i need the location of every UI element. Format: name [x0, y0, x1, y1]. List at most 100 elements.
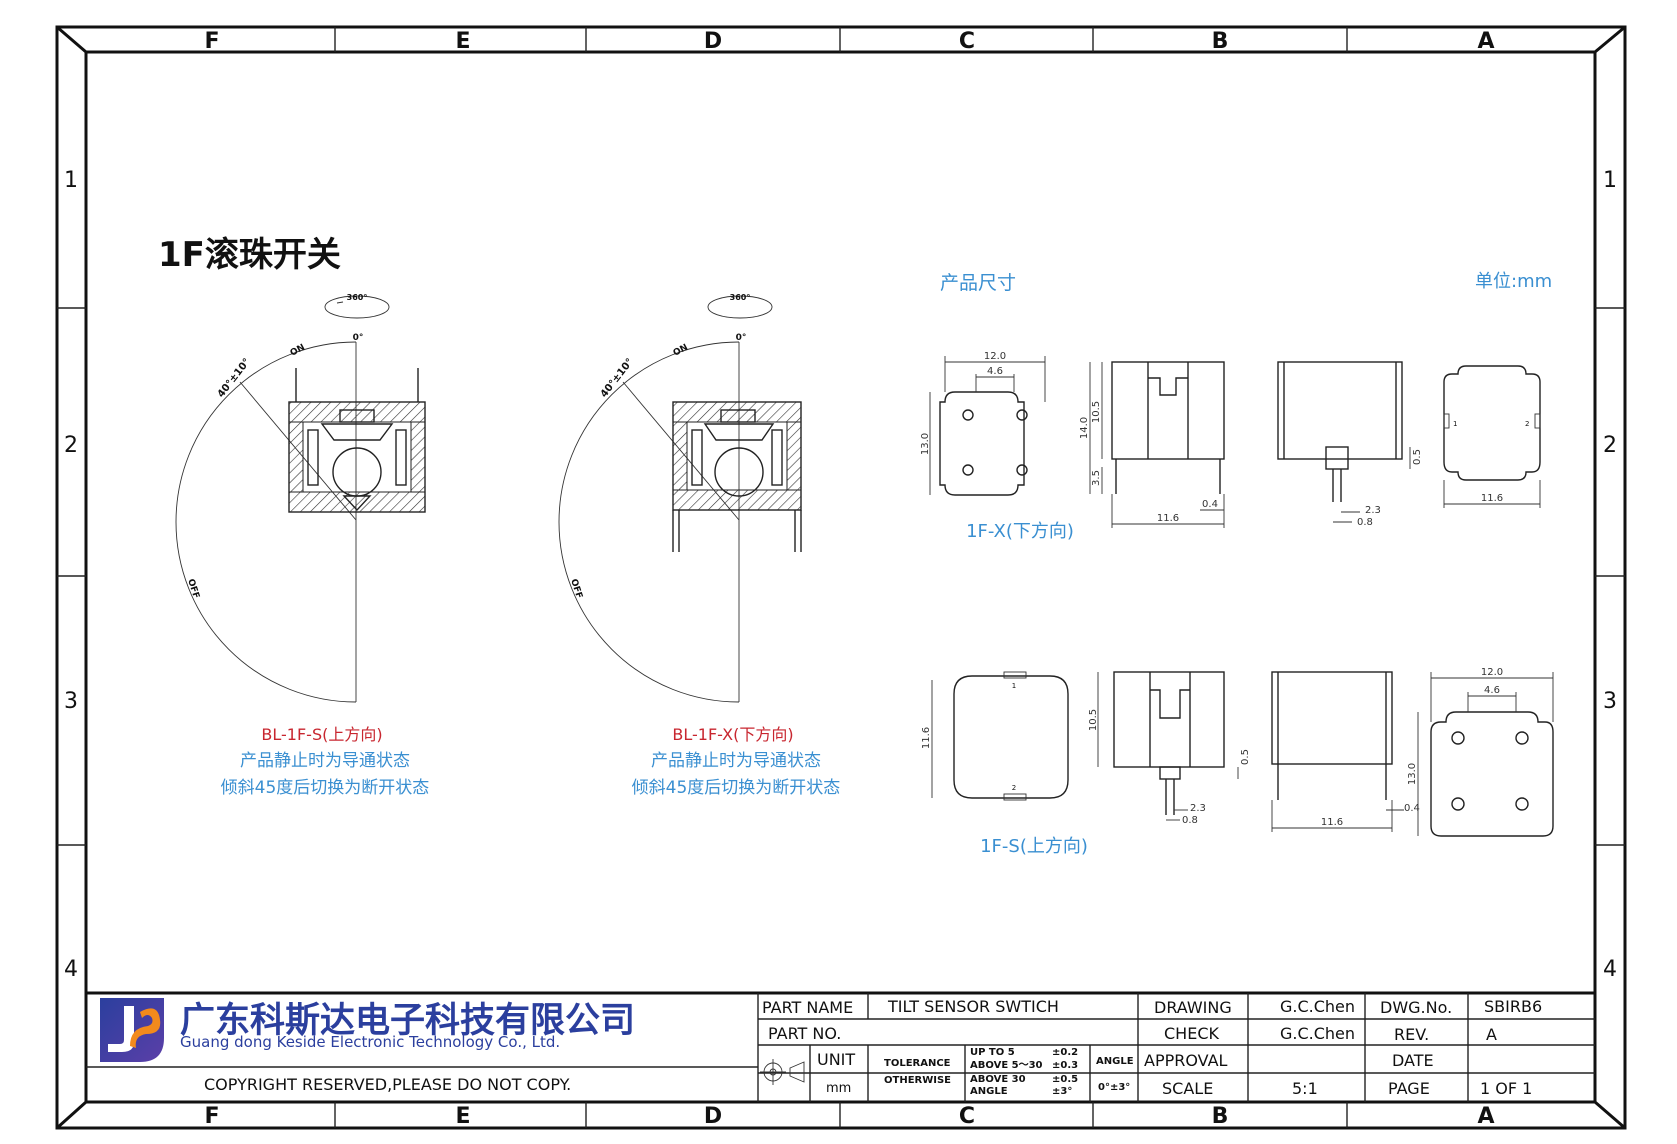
- dim-pin-04: 0.4: [1404, 803, 1420, 814]
- angle-value: 0°±3°: [1098, 1082, 1130, 1093]
- unit-label: 单位:mm: [1475, 271, 1552, 292]
- tol-angle-val: ±3°: [1052, 1086, 1072, 1097]
- rotation-label: 360°: [730, 293, 751, 302]
- dim-height-105: 10.5: [1088, 709, 1099, 731]
- on-label: ON: [672, 343, 690, 359]
- tol-above5: ABOVE 5～30: [970, 1060, 1043, 1071]
- approval-label: APPROVAL: [1144, 1051, 1228, 1070]
- dim-height-14: 14.0: [1079, 417, 1090, 439]
- tilt-diagram-s: 360° 0° ON OFF 40°±10° BL-1F-S(上方向) 产品静止…: [175, 293, 430, 798]
- dim-width-116: 11.6: [1321, 817, 1343, 828]
- dim-height-35: 3.5: [1091, 470, 1102, 486]
- otherwise-label: OTHERWISE: [884, 1075, 951, 1086]
- zone-col-c-bottom: C: [959, 1104, 975, 1129]
- zone-rows-right: 1 2 3 4: [1603, 168, 1617, 982]
- description-line-1: 产品静止时为导通状态: [651, 751, 821, 771]
- dim-width-46: 4.6: [1484, 685, 1500, 696]
- dim-pin-05: 0.5: [1412, 449, 1423, 465]
- date-label: DATE: [1392, 1051, 1434, 1070]
- zone-col-e-bottom: E: [455, 1104, 470, 1129]
- tol-above5-val: ±0.3: [1052, 1060, 1078, 1071]
- tol-above30: ABOVE 30: [970, 1074, 1026, 1085]
- zone-col-f-bottom: F: [204, 1104, 219, 1129]
- zone-col-b-bottom: B: [1212, 1104, 1229, 1129]
- zone-row-3: 3: [64, 689, 78, 714]
- on-label: ON: [289, 343, 307, 359]
- drawing-value: G.C.Chen: [1280, 997, 1355, 1016]
- check-value: G.C.Chen: [1280, 1024, 1355, 1043]
- zone-col-b: B: [1212, 29, 1229, 54]
- off-label: OFF: [185, 578, 201, 600]
- zone-col-d-bottom: D: [704, 1104, 722, 1129]
- rev-value: A: [1486, 1025, 1497, 1044]
- tol-above30-val: ±0.5: [1052, 1074, 1078, 1085]
- zone-col-a-bottom: A: [1477, 1104, 1494, 1129]
- drawing-title: 1F滚珠开关: [158, 235, 341, 275]
- rotation-label: 360°: [347, 293, 368, 302]
- copyright-notice: COPYRIGHT RESERVED,PLEASE DO NOT COPY.: [204, 1075, 571, 1094]
- dwg-no-label: DWG.No.: [1380, 998, 1452, 1017]
- dim-height-13: 13.0: [1407, 763, 1418, 785]
- part-name-value: TILT SENSOR SWTICH: [887, 997, 1059, 1016]
- tol-upto: UP TO 5: [970, 1047, 1015, 1058]
- zone-rows-left: 1 2 3 4: [64, 168, 78, 982]
- zone-columns-bottom: F E D C B A: [204, 1104, 1494, 1129]
- part-name-label: PART NAME: [762, 998, 853, 1017]
- dim-width-12: 12.0: [1481, 667, 1503, 678]
- projection-symbol-icon: [760, 1059, 805, 1085]
- pin2-label: 2: [1525, 420, 1529, 428]
- zone-row-1-right: 1: [1603, 168, 1617, 193]
- angle-label: ANGLE: [1096, 1056, 1134, 1067]
- off-label: OFF: [568, 578, 584, 600]
- views-1f-x: 12.0 4.6 13.0 14.0 10.5 3.5 11.6 0.4: [920, 351, 1541, 542]
- page-value: 1 OF 1: [1480, 1079, 1532, 1098]
- model-label-x: BL-1F-X(下方向): [672, 725, 793, 744]
- description-line-2: 倾斜45度后切换为断开状态: [221, 778, 430, 798]
- dim-height-13: 13.0: [920, 433, 931, 455]
- zone-row-4: 4: [64, 957, 78, 982]
- unit-value: mm: [826, 1081, 851, 1096]
- dwg-no-value: SBIRB6: [1484, 997, 1542, 1016]
- zero-degree-label: 0°: [736, 333, 747, 343]
- zone-columns-top: F E D C B A: [204, 29, 1494, 54]
- part-no-label: PART NO.: [768, 1024, 841, 1043]
- dim-pin-05: 0.5: [1240, 749, 1251, 765]
- dim-width-116-side: 11.6: [1481, 493, 1503, 504]
- zone-row-4-right: 4: [1603, 957, 1617, 982]
- dim-pin-04: 0.4: [1202, 499, 1218, 510]
- dim-pin-08: 0.8: [1357, 517, 1373, 528]
- pin1-label: 1: [1453, 420, 1457, 428]
- drawing-label: DRAWING: [1154, 998, 1232, 1017]
- tol-upto-val: ±0.2: [1052, 1047, 1078, 1058]
- dim-pin-08: 0.8: [1182, 815, 1198, 826]
- pin1-label: 1: [1012, 682, 1016, 690]
- unit-label-tb: UNIT: [817, 1050, 855, 1069]
- dim-width-116-front: 11.6: [1157, 513, 1179, 524]
- view-label-1f-x: 1F-X(下方向): [966, 521, 1074, 542]
- dim-height-116: 11.6: [921, 727, 932, 749]
- view-label-1f-s: 1F-S(上方向): [980, 836, 1088, 857]
- scale-value: 5:1: [1292, 1079, 1318, 1098]
- tolerance-label: TOLERANCE: [884, 1058, 951, 1069]
- zone-col-c: C: [959, 29, 975, 54]
- company-name-cn: 广东科斯达电子科技有限公司: [180, 1001, 635, 1041]
- zone-row-1: 1: [64, 168, 78, 193]
- dim-width-46: 4.6: [987, 366, 1003, 377]
- zone-col-e: E: [455, 29, 470, 54]
- dim-height-105: 10.5: [1091, 401, 1102, 423]
- section-label: 产品尺寸: [940, 272, 1016, 294]
- zone-col-f: F: [204, 29, 219, 54]
- drawing-frame: [55, 25, 1627, 1130]
- zone-col-d: D: [704, 29, 722, 54]
- pin2-label: 2: [1012, 784, 1016, 792]
- description-line-2: 倾斜45度后切换为断开状态: [632, 778, 841, 798]
- rev-label: REV.: [1394, 1025, 1429, 1044]
- scale-label: SCALE: [1162, 1079, 1213, 1098]
- zone-row-3-right: 3: [1603, 689, 1617, 714]
- zone-row-2: 2: [64, 433, 78, 458]
- dim-width-12: 12.0: [984, 351, 1006, 362]
- dim-pin-23: 2.3: [1365, 505, 1381, 516]
- company-logo: [100, 998, 164, 1062]
- dim-pin-23: 2.3: [1190, 803, 1206, 814]
